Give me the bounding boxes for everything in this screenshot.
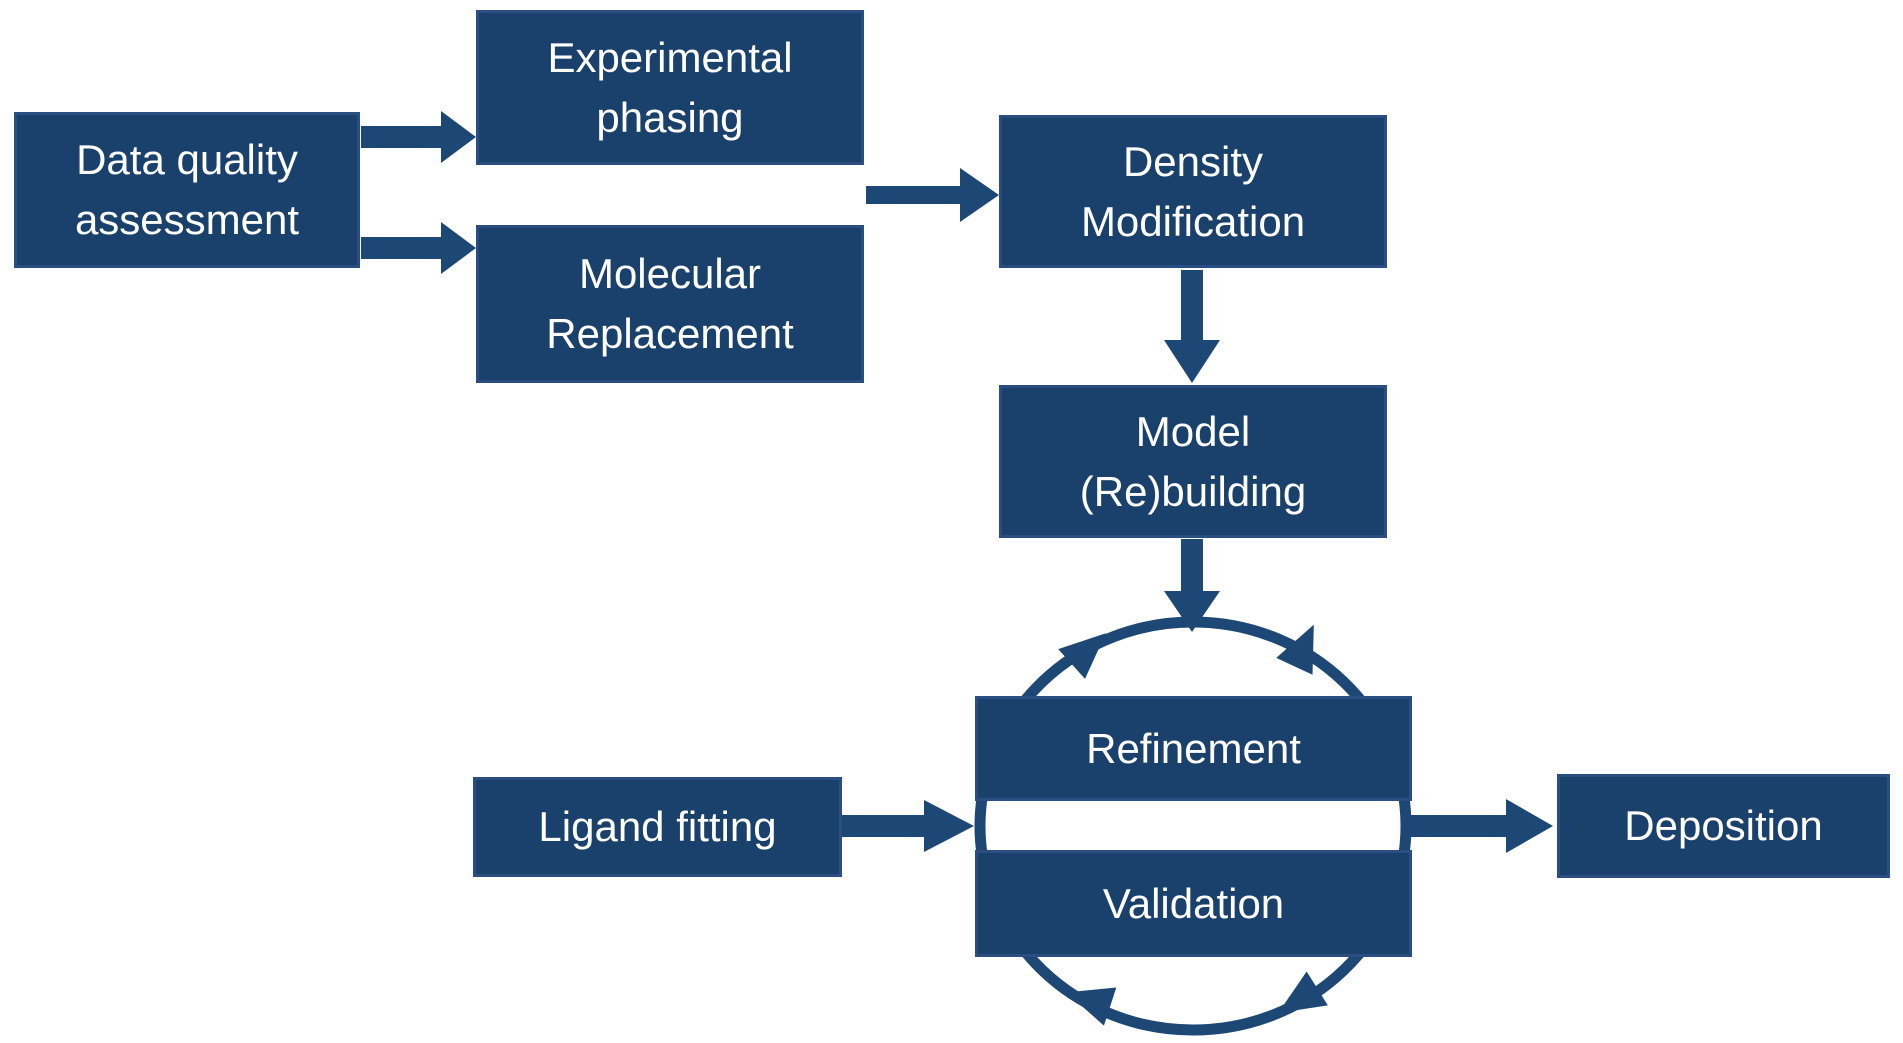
node-ligand-fitting: Ligand fitting <box>473 777 842 877</box>
node-ligand-fitting-label: Ligand fitting <box>538 803 777 851</box>
arrow-model-rebuilding-to-cycle <box>1164 539 1220 632</box>
arrow-cycle-to-deposition <box>1411 799 1553 853</box>
node-density-modification-label: Density Modification <box>1080 137 1306 245</box>
node-experimental-phasing-label: Experimental phasing <box>547 33 793 141</box>
arrow-dqa-to-molecular-replacement <box>361 222 476 274</box>
node-model-rebuilding-label: Model (Re)building <box>1079 407 1307 515</box>
arrow-ligand-fitting-to-cycle <box>842 800 974 852</box>
arrow-density-modification-to-model-rebuilding <box>1164 270 1220 383</box>
arrow-dqa-to-experimental-phasing <box>361 111 476 163</box>
cycle-arrowhead-bottom-left <box>1066 987 1117 1026</box>
node-validation-label: Validation <box>1102 879 1285 927</box>
node-validation: Validation <box>975 850 1412 957</box>
node-deposition-label: Deposition <box>1624 802 1823 850</box>
node-density-modification: Density Modification <box>999 115 1387 268</box>
node-experimental-phasing: Experimental phasing <box>476 10 864 165</box>
cycle-arrowhead-top-left <box>1058 633 1106 679</box>
node-refinement: Refinement <box>975 696 1412 801</box>
refinement-validation-cycle-circle <box>974 616 1412 1036</box>
node-molecular-replacement: Molecular Replacement <box>476 225 864 383</box>
cycle-arrowhead-top-right <box>1276 624 1314 675</box>
arrow-phasing-to-density-modification <box>866 168 999 222</box>
node-data-quality-assessment-label: Data quality assessment <box>74 136 300 243</box>
node-refinement-label: Refinement <box>1086 724 1301 772</box>
node-molecular-replacement-label: Molecular Replacement <box>546 250 794 357</box>
node-deposition: Deposition <box>1557 774 1890 878</box>
node-model-rebuilding: Model (Re)building <box>999 385 1387 538</box>
cycle-arrowhead-bottom-right <box>1278 971 1328 1013</box>
node-data-quality-assessment: Data quality assessment <box>14 112 360 268</box>
